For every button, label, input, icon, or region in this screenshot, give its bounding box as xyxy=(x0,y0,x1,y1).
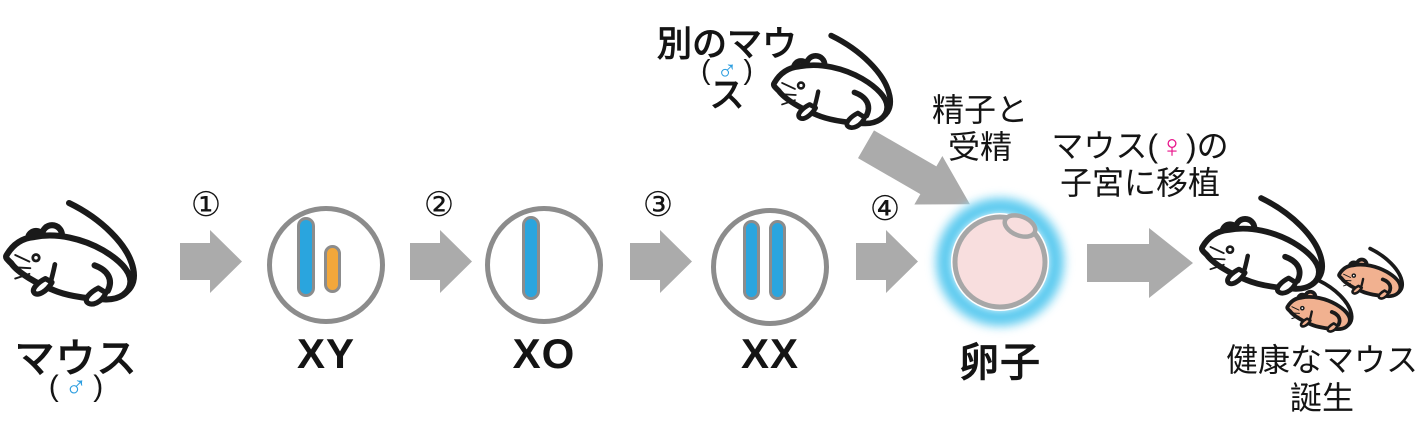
step-4-arrow-icon xyxy=(856,230,918,293)
male-symbol: ♂ xyxy=(716,54,738,85)
donor-mouse-icon xyxy=(770,20,925,145)
x-chromosome-bar xyxy=(743,220,760,300)
step-1-number: ① xyxy=(190,186,222,224)
fertilization-note-line1: 精子と xyxy=(931,92,1028,128)
male-symbol: ♂ xyxy=(64,370,88,403)
donor-mouse-sex: (♂) xyxy=(642,54,812,86)
step-2-number: ② xyxy=(423,186,455,224)
paren-open: ( xyxy=(48,370,59,403)
x-chromosome-bar xyxy=(297,217,315,297)
xy-cell-figure xyxy=(267,206,385,324)
donor-mouse-label: 別のマウス xyxy=(656,25,797,115)
transplant-note: マウス(♀)の 子宮に移植 xyxy=(1045,128,1235,202)
polar-body xyxy=(1002,213,1038,239)
xo-cell-label: XO xyxy=(512,330,576,377)
paren-close: ) xyxy=(743,54,753,85)
step-3-number: ③ xyxy=(642,186,674,224)
offspring-label-line1: 健康なマウス xyxy=(1226,342,1418,378)
egg-cell-icon xyxy=(934,196,1066,328)
source-mouse-label: マウス xyxy=(14,337,138,381)
female-symbol: ♀ xyxy=(1160,128,1184,164)
paren-open: ( xyxy=(701,54,711,85)
offspring-label: 健康なマウス 誕生 xyxy=(1226,341,1418,417)
source-mouse-sex: (♂) xyxy=(6,370,146,404)
step-4-number: ④ xyxy=(869,190,901,228)
x-chromosome-bar xyxy=(769,220,786,300)
result-arrow-icon xyxy=(1087,228,1193,298)
step-2-arrow-icon xyxy=(410,230,472,293)
xx-cell-label: XX xyxy=(740,330,800,377)
step-1-arrow-icon xyxy=(180,230,242,293)
xo-cell-figure xyxy=(485,206,603,324)
xy-cell-label: XY xyxy=(296,330,356,377)
transplant-text-pre: マウス( xyxy=(1051,128,1158,164)
step-3-arrow-icon xyxy=(630,230,692,293)
source-mouse-icon xyxy=(2,186,172,323)
offspring-pup2-icon xyxy=(1285,279,1354,334)
xx-cell-figure xyxy=(711,208,829,326)
fertilization-arrow-icon xyxy=(858,130,970,205)
transplant-text-post: )の xyxy=(1186,128,1229,164)
offspring-label-line2: 誕生 xyxy=(1289,380,1354,416)
y-chromosome-bar xyxy=(324,245,341,293)
transplant-note-line1: マウス(♀)の xyxy=(1045,128,1235,165)
egg-label: 卵子 xyxy=(959,341,1041,385)
fertilization-note: 精子と 受精 xyxy=(905,92,1055,166)
x-chromosome-bar xyxy=(522,216,540,300)
fertilization-note-line2: 受精 xyxy=(947,129,1012,165)
transplant-note-line2: 子宮に移植 xyxy=(1059,165,1220,201)
paren-close: ) xyxy=(93,370,104,403)
